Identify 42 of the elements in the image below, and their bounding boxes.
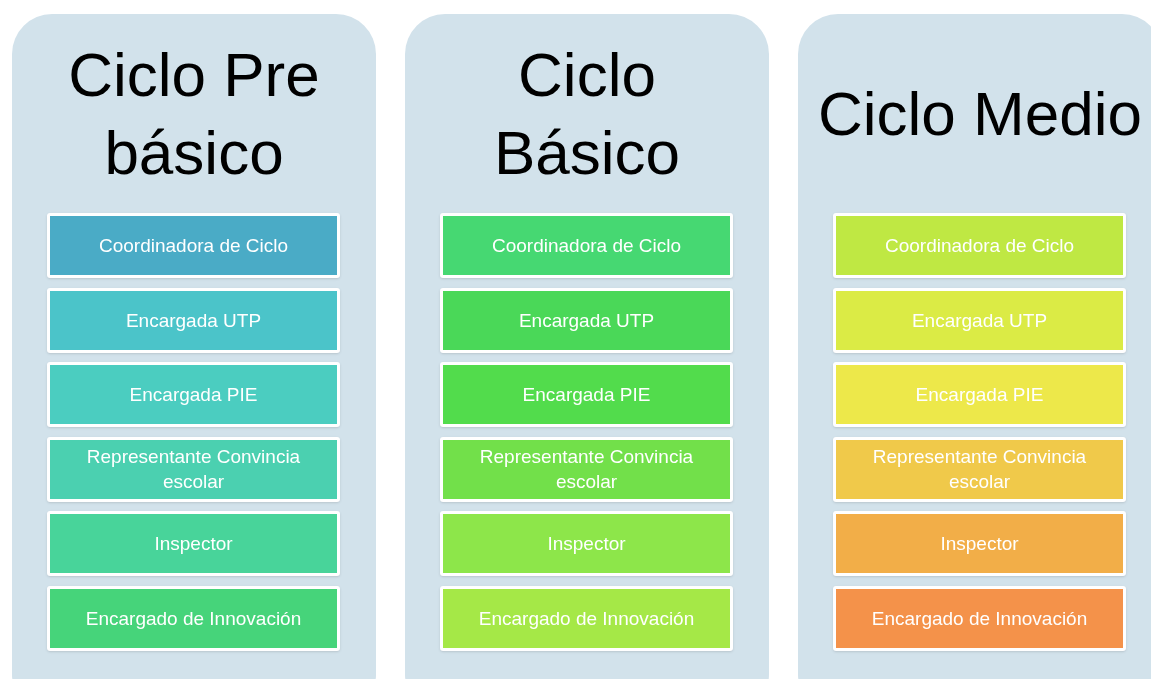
role-label: Representante Convincia escolar <box>85 445 302 495</box>
role-label: Encargado de Innovación <box>871 607 1088 631</box>
role-box <box>440 213 733 278</box>
role-label: Representante Convincia escolar <box>478 445 695 495</box>
role-box <box>47 511 340 577</box>
role-box <box>440 362 733 428</box>
role-label: Encargado de Innovación <box>478 607 695 631</box>
column-title: Ciclo Básico <box>492 38 682 189</box>
role-label: Coordinadora de Ciclo <box>884 234 1075 258</box>
role-box <box>440 586 733 651</box>
column-title: Ciclo Medio <box>818 77 1142 150</box>
role-label: Encargada UTP <box>518 308 655 333</box>
role-label: Coordinadora de Ciclo <box>491 234 682 258</box>
role-label: Encargada PIE <box>915 383 1044 408</box>
role-box <box>833 213 1126 278</box>
role-box <box>833 287 1126 353</box>
role-label: Coordinadora de Ciclo <box>98 234 289 258</box>
role-box <box>47 287 340 353</box>
role-label: Inspector <box>547 532 626 557</box>
role-label: Representante Convincia escolar <box>871 445 1088 495</box>
role-box <box>833 362 1126 428</box>
role-box <box>47 362 340 428</box>
role-label: Encargada PIE <box>522 383 651 408</box>
column-panel <box>405 14 769 679</box>
role-box <box>833 436 1126 502</box>
column-panel <box>12 14 376 679</box>
role-box <box>833 586 1126 651</box>
role-box <box>440 287 733 353</box>
role-box <box>440 436 733 502</box>
role-box <box>833 511 1126 577</box>
role-label: Encargada PIE <box>129 383 258 408</box>
role-box <box>440 511 733 577</box>
role-label: Inspector <box>940 532 1019 557</box>
column-title: Ciclo Pre básico <box>67 38 321 189</box>
role-box <box>47 436 340 502</box>
role-label: Encargado de Innovación <box>85 607 302 631</box>
role-label: Inspector <box>154 532 233 557</box>
role-box <box>47 213 340 278</box>
role-label: Encargada UTP <box>911 308 1048 333</box>
role-label: Encargada UTP <box>125 308 262 333</box>
role-box <box>47 586 340 651</box>
column-panel <box>798 14 1151 679</box>
